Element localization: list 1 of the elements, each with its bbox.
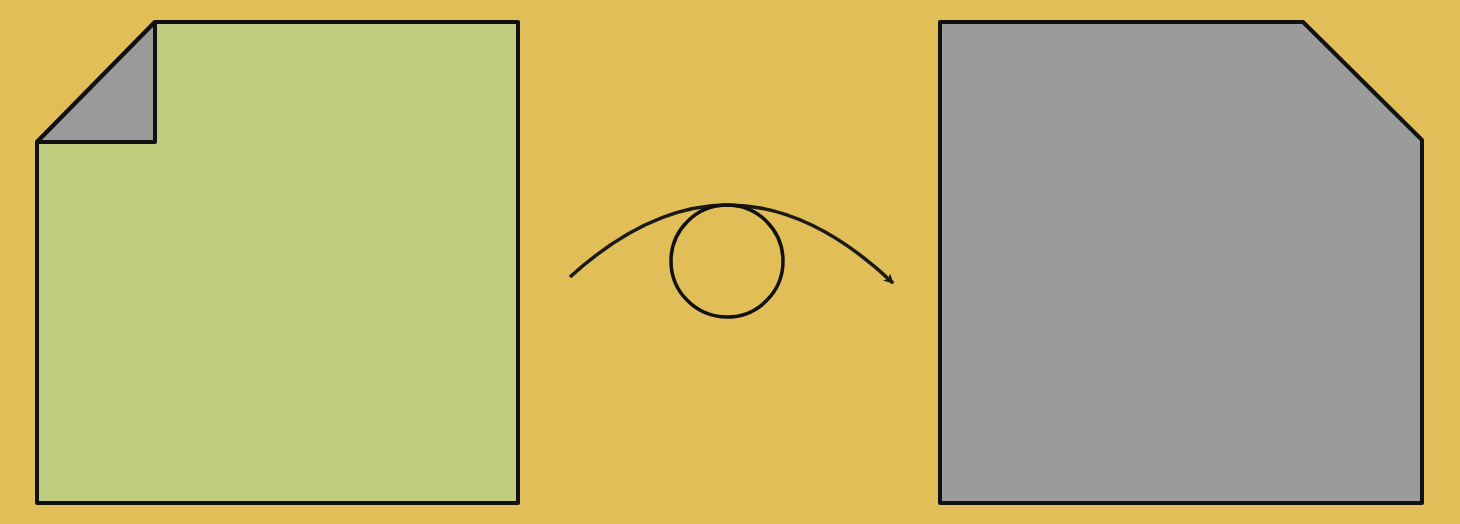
curved-arrow bbox=[568, 203, 895, 285]
